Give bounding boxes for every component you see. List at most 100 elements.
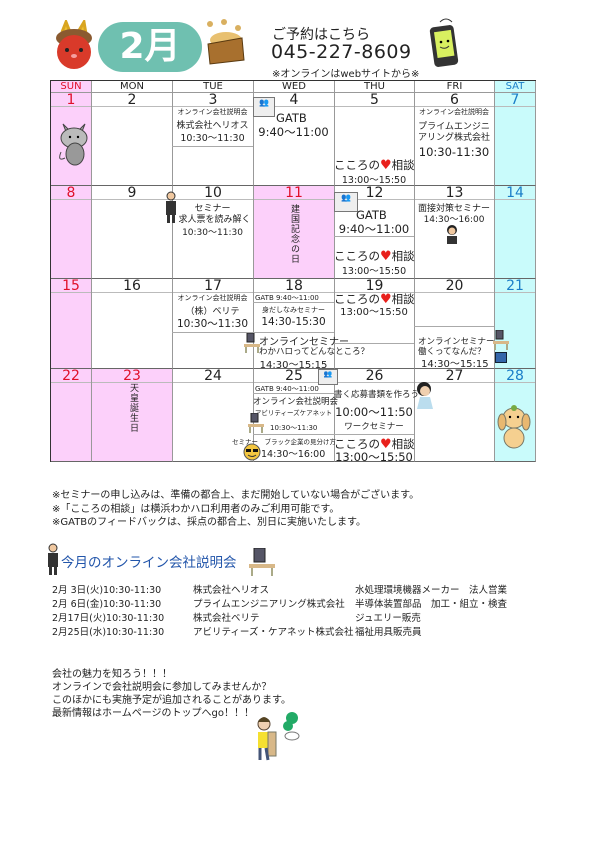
day-header-fri: FRI	[415, 81, 495, 93]
date-number: 16	[92, 279, 172, 293]
heart-icon: ♥	[380, 437, 392, 452]
heart-icon: ♥	[380, 292, 392, 307]
briefing-date: 2月 3日(火)10:30-11:30	[52, 585, 162, 596]
event-company: 株式会社ヘリオス	[176, 121, 249, 131]
day-cell: 11	[254, 186, 335, 279]
date-number: 7	[495, 93, 535, 107]
day-header-wed: WED	[254, 81, 335, 93]
event-title: 書く応募書類を作ろう	[334, 390, 420, 400]
day-cell: 22	[51, 369, 92, 462]
holiday-name: 天皇誕生日	[128, 383, 138, 433]
event-company: アビリティーズケアネット	[254, 409, 333, 417]
date-number: 18	[254, 279, 334, 293]
event-time: 10:30〜11:30	[176, 318, 249, 330]
day-cell: 17	[173, 279, 254, 369]
event-time: 14:30〜16:00	[423, 215, 485, 225]
book-icon	[495, 352, 507, 363]
date-number: 10	[173, 186, 253, 200]
day-cell: 24	[173, 369, 254, 462]
online-section-title: 今月のオンライン会社説明会	[61, 555, 237, 571]
kokoro-post: 相談	[391, 292, 415, 306]
event-title: GATB 9:40〜11:00	[255, 385, 319, 393]
kokoro-pre: こころの	[334, 437, 380, 451]
event-time: 10:30-11:30	[418, 145, 490, 159]
day-cell: 4	[254, 93, 335, 186]
day-cell: 2	[92, 93, 173, 186]
note-line: ※セミナーの申し込みは、準備の都合上、まだ開始していない場合がございます。	[52, 490, 420, 501]
holiday-name: 建国記念の日	[289, 204, 299, 264]
event-title: 働くってなんだ？	[418, 347, 486, 357]
kokoro-consultation: こころの♥相談	[334, 248, 415, 264]
kokoro-consultation: こころの♥相談	[334, 436, 415, 452]
date-number: 21	[495, 279, 535, 293]
event-label: オンライン会社説明会	[419, 108, 489, 116]
event-label: オンライン会社説明会	[253, 397, 339, 407]
date-number: 8	[51, 186, 91, 200]
online-briefing-table: 2月 3日(火)10:30-11:30 株式会社ヘリオス 水処理環境機器メーカー 法…	[52, 584, 552, 640]
kokoro-pre: こころの	[334, 158, 380, 172]
event-time: 10:30〜11:30	[270, 424, 318, 432]
briefing-job: 水処理環境機器メーカー 法人営業	[355, 585, 508, 596]
event-time: 13:00〜15:50	[341, 266, 407, 277]
date-number: 28	[495, 369, 535, 383]
day-header-sun: SUN	[51, 81, 92, 93]
event-time: 13:00〜15:50	[341, 175, 407, 186]
day-header-sat: SAT	[495, 81, 536, 93]
briefing-company: 株式会社ベリテ	[193, 613, 260, 624]
phone-number[interactable]: 045-227-8609	[271, 41, 412, 63]
date-number: 23	[92, 369, 172, 383]
person-with-plant-illustration	[252, 708, 302, 772]
kokoro-consultation: こころの♥相談	[334, 157, 415, 173]
date-number: 2	[92, 93, 172, 107]
briefing-company: 株式会社ヘリオス	[193, 585, 270, 596]
day-cell: 7	[495, 93, 536, 186]
month-badge: 2月	[98, 22, 202, 72]
day-cell: 3	[173, 93, 254, 186]
event-label: オンライン会社説明会	[177, 294, 248, 302]
event-title: 求人票を読み解く	[178, 215, 251, 225]
day-cell: 16	[92, 279, 173, 369]
cat-illustration	[55, 118, 93, 170]
computer-desk-icon	[493, 329, 509, 354]
date-number: 22	[51, 369, 91, 383]
briefing-job: 半導体装置部品 加工・組立・検査	[355, 599, 508, 610]
event-title: GATB	[276, 111, 307, 125]
date-number: 3	[173, 93, 253, 107]
note-line: ※「こころの相談」は横浜わかハロ利用者のみご利用可能です。	[52, 503, 340, 515]
woman-phone-icon	[412, 381, 436, 415]
kokoro-consultation: こころの♥相談	[334, 291, 415, 307]
closing-line: このほかにも実施予定が追加されることがあります。	[52, 695, 291, 706]
masu-bean-box-illustration	[202, 18, 246, 66]
day-cell: 19	[335, 279, 415, 369]
gatb-classroom-icon: 👥	[253, 97, 275, 117]
event-time: 14:30-15:30	[261, 316, 326, 328]
dog-illustration	[496, 404, 532, 454]
briefing-date: 2月 6日(金)10:30-11:30	[52, 599, 162, 610]
date-number: 11	[254, 186, 334, 200]
day-cell: 27	[415, 369, 495, 462]
date-number: 24	[173, 369, 253, 383]
event-label: ワークセミナー	[344, 422, 404, 432]
day-header-mon: MON	[92, 81, 173, 93]
oni-illustration	[52, 17, 96, 72]
kokoro-post: 相談	[391, 158, 415, 172]
computer-desk-icon	[248, 412, 264, 437]
date-number: 26	[335, 369, 414, 383]
briefing-company: アビリティーズ・ケアネット株式会社	[193, 627, 354, 638]
closing-line: 最新情報はホームページのトップへgo！！！	[52, 708, 254, 719]
date-number: 1	[51, 93, 91, 107]
date-number: 4	[254, 93, 334, 107]
date-number: 15	[51, 279, 91, 293]
closing-line: 会社の魅力を知ろう！！！	[52, 669, 172, 680]
note-line: ※GATBのフィードバックは、採点の都合上、別日に実施いたします。	[52, 517, 366, 528]
event-time: 10:30〜11:30	[182, 228, 243, 238]
kokoro-pre: こころの	[334, 292, 380, 306]
date-number: 17	[173, 279, 253, 293]
briefing-row: 2月 3日(火)10:30-11:30 株式会社ヘリオス 水処理環境機器メーカー 法…	[52, 584, 552, 598]
event-time: 9:40〜11:00	[258, 125, 329, 139]
day-cell: 15	[51, 279, 92, 369]
heart-icon: ♥	[380, 249, 392, 264]
briefing-company: プライムエンジニアリング株式会社	[193, 599, 345, 610]
event-title: セミナー ブラック企業の見分け方	[232, 438, 336, 446]
